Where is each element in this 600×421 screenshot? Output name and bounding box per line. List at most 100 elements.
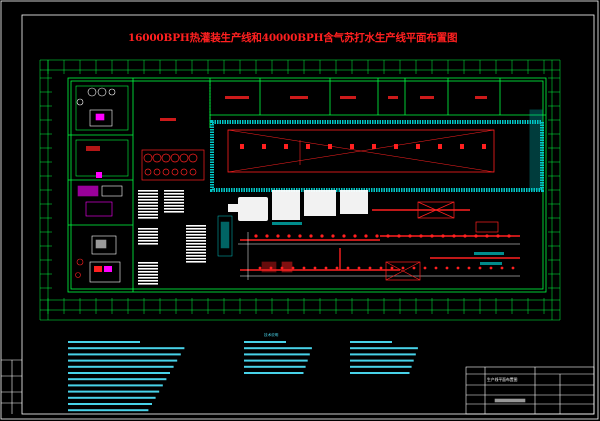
roller (401, 266, 405, 270)
drawing-title: 16000BPH热灌装生产线和40000BPH含气苏打水生产线平面布置图 (128, 32, 458, 44)
tank (188, 153, 198, 163)
title-block (465, 366, 595, 415)
column-grid-ticks (47, 60, 545, 314)
roller (346, 266, 350, 270)
roller (445, 266, 449, 270)
roller (511, 266, 515, 270)
storage-row (138, 265, 158, 267)
roller (298, 234, 302, 238)
storage-row (164, 190, 184, 192)
storage-row (164, 211, 184, 213)
note-line (244, 353, 310, 356)
storage-row (186, 243, 206, 245)
note-line (68, 365, 174, 368)
roller (254, 234, 258, 238)
storage-row (138, 211, 158, 213)
storage-row (186, 255, 206, 257)
note-line (68, 384, 163, 387)
storage-row (164, 199, 184, 201)
pallet-mark (482, 144, 486, 149)
roller (507, 234, 511, 238)
roller (291, 266, 295, 270)
pallet-mark (284, 144, 288, 149)
roller (386, 234, 390, 238)
storage-row (138, 283, 158, 285)
note-line (350, 341, 392, 343)
roller (269, 266, 273, 270)
storage-row (186, 261, 206, 263)
note-line (68, 396, 156, 399)
roller (342, 234, 346, 238)
storage-row (186, 228, 206, 230)
storage-row (138, 262, 158, 264)
storage-row (138, 199, 158, 201)
roller (423, 266, 427, 270)
roller (485, 234, 489, 238)
tank (153, 168, 161, 176)
production-line-thin (238, 232, 520, 280)
inner-frame (21, 14, 595, 415)
row-grid-ticks (40, 77, 560, 289)
roller (357, 266, 361, 270)
roller (412, 266, 416, 270)
notes-text-lines (68, 341, 418, 412)
storage-row (186, 249, 206, 251)
roller (419, 234, 423, 238)
storage-row (164, 196, 184, 198)
roller (364, 234, 368, 238)
tank (180, 168, 188, 176)
storage-row (138, 277, 158, 279)
note-line (350, 353, 416, 356)
roller (467, 266, 471, 270)
storage-row (186, 240, 206, 242)
pallet-mark (394, 144, 398, 149)
pallet-mark (262, 144, 266, 149)
tank (143, 153, 153, 163)
tank (171, 168, 179, 176)
tank (189, 168, 197, 176)
notes-heading: 技术说明 (264, 333, 279, 337)
roller (408, 234, 412, 238)
room-labels (160, 96, 487, 121)
storage-row (164, 193, 184, 195)
roller (368, 266, 372, 270)
tank (170, 153, 180, 163)
tank (144, 168, 152, 176)
roller (390, 266, 394, 270)
pallet-mark (306, 144, 310, 149)
storage-row (138, 274, 158, 276)
note-line (68, 378, 167, 381)
note-line (68, 403, 152, 405)
water-treatment-room (75, 85, 129, 131)
roller (489, 266, 493, 270)
pallet-mark (416, 144, 420, 149)
note-line (244, 347, 312, 350)
pallet-mark (328, 144, 332, 149)
roller (287, 234, 291, 238)
roller (478, 266, 482, 270)
roller (452, 234, 456, 238)
roller (379, 266, 383, 270)
roller (441, 234, 445, 238)
note-line (350, 347, 418, 350)
notes-block (70, 331, 490, 333)
tank (162, 168, 170, 176)
syrup-tanks (141, 149, 205, 181)
storage-row (138, 193, 158, 195)
conveyor-loop (210, 109, 544, 192)
roller (474, 234, 478, 238)
storage-row (186, 258, 206, 260)
tank (152, 153, 162, 163)
storage-row (138, 243, 158, 245)
cyan-line-markers (272, 222, 504, 265)
storage-row (138, 271, 158, 273)
tank (161, 153, 171, 163)
roller (309, 234, 313, 238)
storage-row (138, 237, 158, 239)
storage-row (138, 214, 158, 216)
lower-left-room (75, 235, 121, 283)
storage-row (164, 208, 184, 210)
roller (331, 234, 335, 238)
storage-row (186, 237, 206, 239)
